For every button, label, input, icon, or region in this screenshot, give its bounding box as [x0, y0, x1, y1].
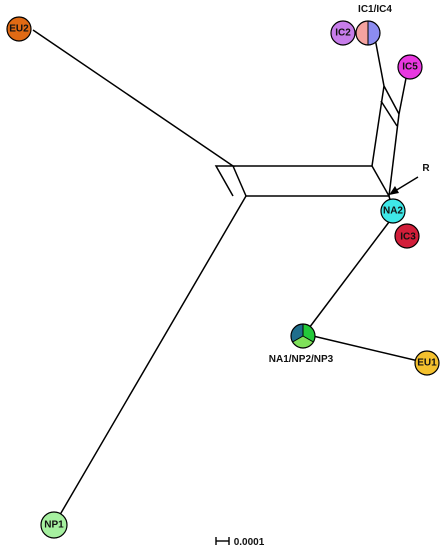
root-marker-label: R [422, 163, 430, 174]
edge-upper-right [388, 113, 400, 197]
node-ic2-circle [330, 20, 356, 46]
node-np1-label: NP1 [44, 520, 64, 531]
node-eu1: EU1 [414, 350, 440, 376]
scale-bar-label: 0.0001 [234, 537, 265, 548]
node-ic3-label: IC3 [400, 232, 416, 243]
node-ic1-ic4-slice-right [368, 21, 380, 45]
node-eu2: EU2 [6, 16, 32, 42]
edge-upper-left [371, 85, 385, 167]
edge-na1-to-eu1 [312, 335, 428, 364]
edge-hub-left-diag [232, 165, 247, 197]
root-arrow-shaft [394, 176, 419, 192]
node-ic5-label: IC5 [402, 62, 418, 73]
node-na2: NA2 [380, 198, 406, 224]
node-ic3: IC3 [394, 223, 420, 249]
node-np1: NP1 [40, 511, 68, 539]
node-na1-np2-np3-divider-2 [302, 335, 314, 343]
network-edges [32, 29, 428, 526]
node-eu2-label: EU2 [9, 24, 29, 35]
node-na1-np2-np3: NA1/NP2/NP3 [269, 323, 334, 365]
node-eu2-circle [6, 16, 32, 42]
node-na2-circle [380, 198, 406, 224]
edge-hub-right-diag [371, 165, 390, 197]
edge-upper-top [383, 85, 400, 115]
node-eu1-circle [414, 350, 440, 376]
edge-to-np1 [53, 195, 247, 526]
node-np1-circle [40, 511, 68, 539]
node-eu1-label: EU1 [417, 358, 437, 369]
node-ic3-circle [394, 223, 420, 249]
node-na1-np2-np3-divider-3 [292, 335, 304, 343]
root-arrow-head [389, 186, 399, 195]
node-ic1-ic4: IC1/IC4 [355, 4, 392, 46]
node-ic5: IC5 [397, 54, 423, 80]
root-marker: R [389, 163, 430, 195]
node-ic5-circle [397, 54, 423, 80]
edge-upper-mid [380, 100, 398, 127]
node-ic1-ic4-slice-left [356, 21, 368, 45]
node-na2-label: NA2 [383, 206, 403, 217]
edge-na2-to-na1 [302, 221, 390, 337]
node-na1-np2-np3-label: NA1/NP2/NP3 [269, 354, 334, 365]
node-ic2-label: IC2 [335, 28, 351, 39]
scale-bar: 0.0001 [215, 537, 265, 548]
node-ic1-ic4-label: IC1/IC4 [358, 4, 392, 15]
edge-eu2-to-hub [32, 29, 236, 197]
node-ic2: IC2 [330, 20, 356, 46]
